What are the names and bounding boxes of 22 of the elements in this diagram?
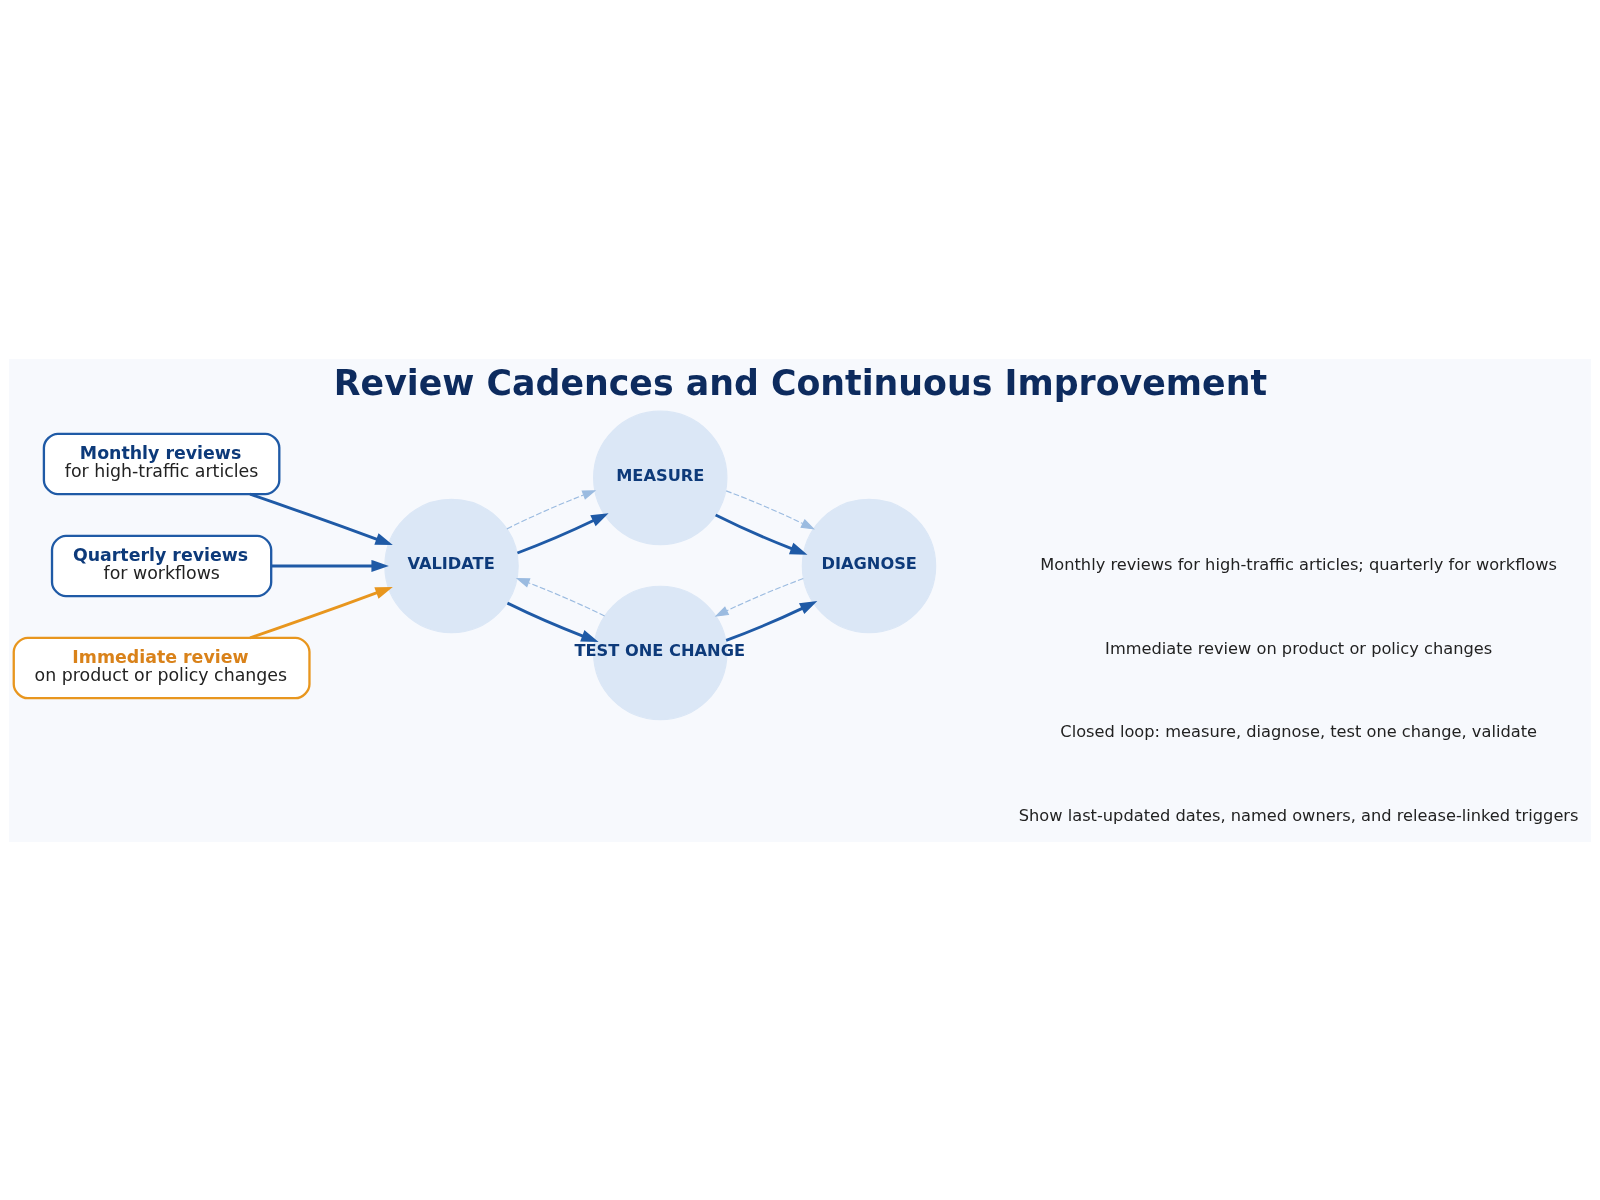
node-circle: MEASURE bbox=[593, 410, 728, 545]
arrow bbox=[249, 586, 393, 639]
arrow bbox=[515, 577, 606, 617]
label: Closed loop: measure, diagnose, test one change, validate bbox=[1060, 721, 1537, 741]
node-box: Immediate review on product or policy changes bbox=[12, 636, 311, 699]
arrow bbox=[249, 492, 393, 545]
arrow bbox=[271, 559, 389, 572]
arrow bbox=[506, 489, 597, 529]
diagram-title: Review Cadences and Continuous Improvement bbox=[333, 362, 1268, 403]
arrow bbox=[506, 601, 599, 642]
node-box: Monthly reviews for high-traffic articles bbox=[42, 432, 281, 495]
node-label: TEST ONE CHANGE bbox=[574, 640, 746, 660]
node-circle: VALIDATE bbox=[384, 498, 519, 633]
label: Immediate review on product or policy changes bbox=[1105, 638, 1493, 658]
arrow bbox=[725, 489, 815, 530]
node-box: Quarterly reviews for workflows bbox=[50, 534, 273, 597]
arrow bbox=[516, 512, 609, 554]
label: Monthly reviews for high-traffic articles; quarterly for workflows bbox=[1040, 554, 1557, 574]
arrow bbox=[714, 577, 804, 617]
arrow bbox=[715, 513, 808, 555]
label: Show last-updated dates, named owners, and release-linked triggers bbox=[1018, 805, 1579, 825]
arrow bbox=[725, 600, 818, 642]
